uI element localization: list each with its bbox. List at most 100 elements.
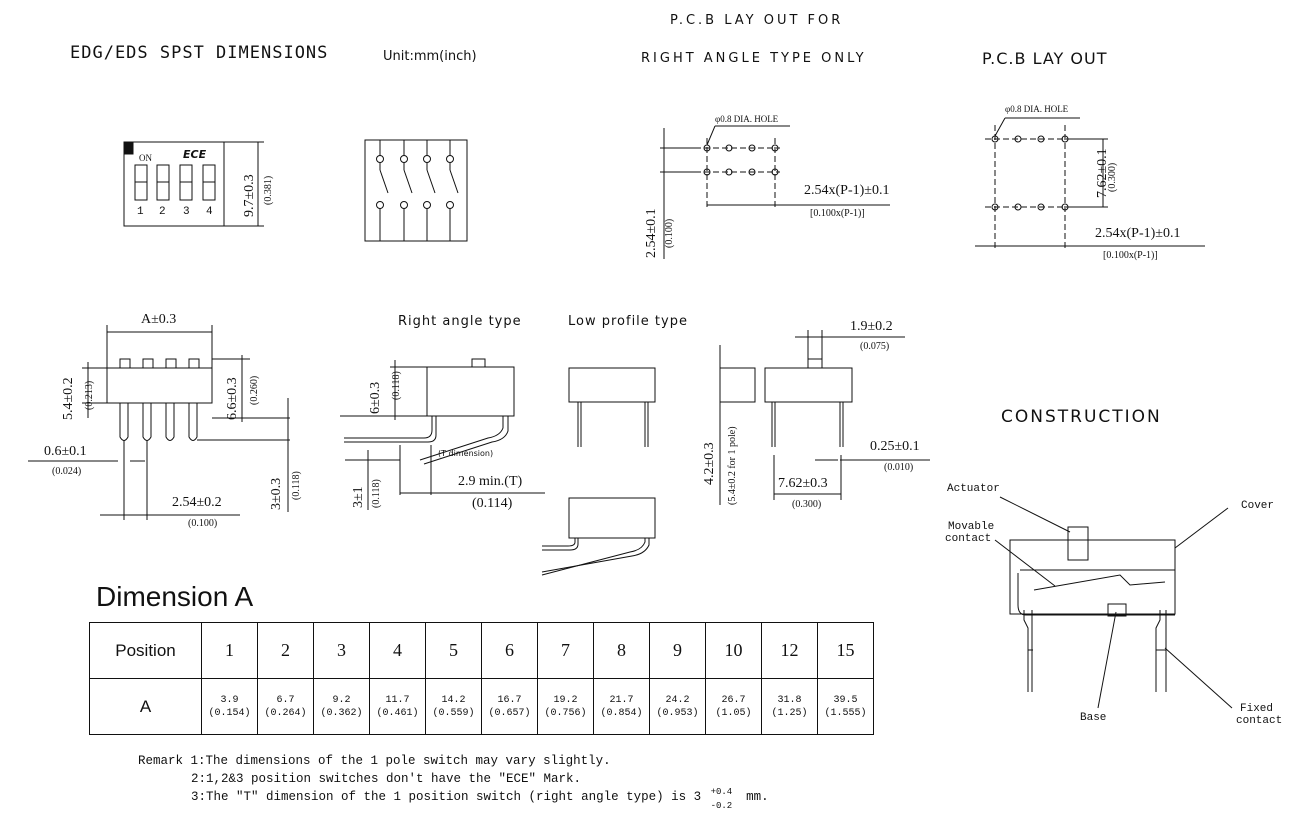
front-pitch: 2.54±0.2 bbox=[172, 495, 222, 510]
pcb-pitch-inch: [0.100x(P-1)] bbox=[1103, 250, 1158, 261]
side-view bbox=[720, 330, 930, 505]
top-height-inch: (0.381) bbox=[263, 175, 274, 205]
table-cell: 6.7(0.264) bbox=[257, 678, 314, 735]
pcb-layout-title: P.C.B LAY OUT bbox=[982, 49, 1108, 68]
dimension-a-title: Dimension A bbox=[96, 581, 254, 612]
table-cell: 11.7(0.461) bbox=[369, 678, 426, 735]
tolerance-minus: -0.2 bbox=[710, 800, 733, 811]
construction-view bbox=[995, 497, 1232, 708]
table-cell: 26.7(1.05) bbox=[705, 678, 762, 735]
pcb-ra-hole-label: φ0.8 DIA. HOLE bbox=[715, 114, 779, 124]
table-cell: 7 bbox=[537, 622, 594, 679]
remark-3-unit: mm. bbox=[746, 790, 769, 804]
ra-height-dim: 6±0.3 bbox=[368, 381, 383, 414]
remark-3-text: 3:The "T" dimension of the 1 position sw… bbox=[191, 790, 702, 804]
pcb-ra-row-inch: (0.100) bbox=[664, 218, 675, 248]
pcb-ra-row-dim: 2.54±0.1 bbox=[644, 208, 659, 258]
front-pin-w-inch: (0.024) bbox=[52, 466, 82, 477]
table-cell: 6 bbox=[481, 622, 538, 679]
table-cell: 14.2(0.559) bbox=[425, 678, 482, 735]
table-cell: 3.9(0.154) bbox=[201, 678, 258, 735]
pcb-right-angle-layout bbox=[660, 126, 890, 259]
front-pin-len-inch: (0.118) bbox=[291, 471, 302, 500]
side-h-inch: (5.4±0.2 for 1 pole) bbox=[727, 426, 738, 505]
right-angle-title: Right angle type bbox=[398, 314, 522, 329]
table-cell: 10 bbox=[705, 622, 762, 679]
side-row: 7.62±0.3 bbox=[778, 476, 828, 491]
side-pin-t: 0.25±0.1 bbox=[870, 439, 920, 454]
side-act-w-inch: (0.075) bbox=[860, 341, 890, 352]
ra-pin-dim: 3±1 bbox=[351, 486, 366, 508]
position-label-1: 1 bbox=[137, 206, 144, 218]
table-cell: 31.8(1.25) bbox=[761, 678, 818, 735]
position-label-3: 3 bbox=[183, 206, 190, 218]
remark-2: 2:1,2&3 position switches don't have the… bbox=[191, 772, 582, 786]
table-cell: 15 bbox=[817, 622, 874, 679]
ra-pin-inch: (0.118) bbox=[371, 479, 382, 508]
fixed-contact-label-1: Fixed bbox=[1240, 703, 1274, 715]
front-body-h: 5.4±0.2 bbox=[61, 377, 76, 420]
top-height-dim: 9.7±0.3 bbox=[242, 174, 257, 217]
t-dimension-label: (T dimension) bbox=[438, 449, 494, 458]
table-cell: 1 bbox=[201, 622, 258, 679]
unit-label: Unit:mm(inch) bbox=[383, 49, 477, 64]
low-profile-view bbox=[542, 368, 655, 575]
pcb-ra-title-line2: RIGHT ANGLE TYPE ONLY bbox=[641, 51, 867, 66]
front-a-dim: A±0.3 bbox=[141, 312, 177, 327]
pcb-layout bbox=[975, 118, 1205, 250]
remark-3: 3:The "T" dimension of the 1 position sw… bbox=[138, 787, 769, 811]
cover-label: Cover bbox=[1241, 500, 1275, 512]
low-profile-title: Low profile type bbox=[568, 314, 688, 329]
front-view bbox=[28, 325, 290, 520]
movable-contact-label-1: Movable bbox=[948, 521, 995, 533]
table-row: Position 1 2 3 4 5 6 7 8 9 10 12 15 bbox=[89, 622, 874, 679]
base-label: Base bbox=[1080, 712, 1107, 724]
pcb-ra-title-line1: P.C.B LAY OUT FOR bbox=[670, 13, 844, 28]
fixed-contact-label-2: contact bbox=[1236, 715, 1283, 727]
tolerance-plus: +0.4 bbox=[710, 786, 733, 797]
table-cell: 24.2(0.953) bbox=[649, 678, 706, 735]
table-cell: 16.7(0.657) bbox=[481, 678, 538, 735]
side-pin-t-inch: (0.010) bbox=[884, 462, 914, 473]
table-cell: 19.2(0.756) bbox=[537, 678, 594, 735]
position-header: Position bbox=[89, 622, 202, 679]
pcb-ra-pitch: 2.54x(P-1)±0.1 bbox=[804, 183, 890, 198]
pcb-hole-label: φ0.8 DIA. HOLE bbox=[1005, 104, 1069, 114]
table-row: A 3.9(0.154) 6.7(0.264) 9.2(0.362) 11.7(… bbox=[89, 678, 874, 735]
a-header: A bbox=[89, 678, 202, 735]
front-total-h-inch: (0.260) bbox=[249, 375, 260, 405]
front-pin-len: 3±0.3 bbox=[269, 477, 284, 510]
table-cell: 9 bbox=[649, 622, 706, 679]
main-title: EDG/EDS SPST DIMENSIONS bbox=[70, 43, 329, 63]
position-label-2: 2 bbox=[159, 206, 166, 218]
right-angle-view bbox=[340, 359, 545, 510]
ra-t-inch: (0.114) bbox=[472, 496, 513, 511]
remark-1: Remark 1:The dimensions of the 1 pole sw… bbox=[138, 754, 611, 768]
pcb-pitch: 2.54x(P-1)±0.1 bbox=[1095, 226, 1181, 241]
table-cell: 5 bbox=[425, 622, 482, 679]
table-cell: 8 bbox=[593, 622, 650, 679]
construction-title: CONSTRUCTION bbox=[1001, 407, 1162, 427]
front-pitch-inch: (0.100) bbox=[188, 518, 218, 529]
table-cell: 12 bbox=[761, 622, 818, 679]
table-cell: 21.7(0.854) bbox=[593, 678, 650, 735]
front-total-h: 6.6±0.3 bbox=[225, 377, 240, 420]
ra-height-inch: (0.118) bbox=[391, 371, 402, 400]
ece-logo: ECE bbox=[183, 148, 207, 161]
table-cell: 4 bbox=[369, 622, 426, 679]
side-h-dim: 4.2±0.3 bbox=[702, 442, 717, 485]
table-cell: 39.5(1.555) bbox=[817, 678, 874, 735]
pcb-row-inch: (0.300) bbox=[1107, 162, 1118, 192]
on-label: ON bbox=[139, 153, 152, 163]
table-cell: 2 bbox=[257, 622, 314, 679]
side-row-inch: (0.300) bbox=[792, 499, 822, 510]
movable-contact-label-2: contact bbox=[945, 533, 992, 545]
front-pin-w: 0.6±0.1 bbox=[44, 444, 87, 459]
switch-schematic bbox=[365, 140, 467, 241]
front-body-h-inch: (0.213) bbox=[84, 380, 95, 410]
side-act-w: 1.9±0.2 bbox=[850, 319, 893, 334]
top-view-switch bbox=[124, 142, 264, 226]
pcb-ra-pitch-inch: [0.100x(P-1)] bbox=[810, 208, 865, 219]
position-label-4: 4 bbox=[206, 206, 213, 218]
